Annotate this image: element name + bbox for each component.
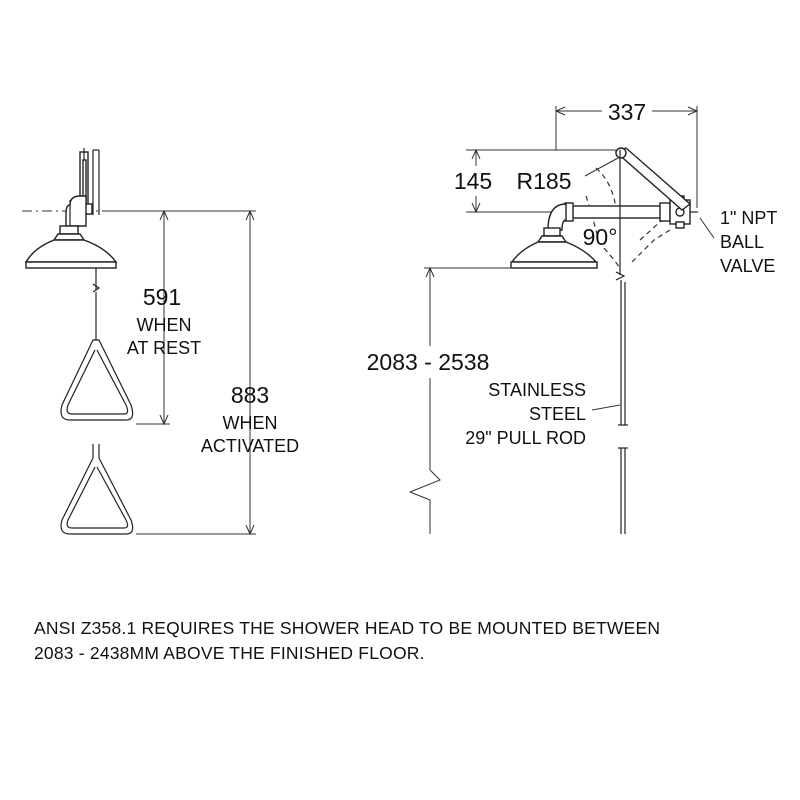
width-dimension-value: 337 bbox=[608, 99, 646, 125]
right-side-view: 337 145 R185 90° bbox=[367, 99, 777, 534]
activated-caption-line2: ACTIVATED bbox=[201, 436, 299, 456]
activated-caption-line1: WHEN bbox=[223, 413, 278, 433]
radius-dimension-value: R185 bbox=[517, 168, 572, 194]
elbow-fitting bbox=[65, 195, 87, 227]
radius-arc bbox=[595, 167, 617, 209]
valve-label-line2: BALL bbox=[720, 232, 764, 252]
valve-handle-arm bbox=[614, 147, 692, 211]
note-line1: ANSI Z358.1 REQUIRES THE SHOWER HEAD TO … bbox=[34, 618, 661, 638]
rest-caption-line2: AT REST bbox=[127, 338, 201, 358]
ansi-note: ANSI Z358.1 REQUIRES THE SHOWER HEAD TO … bbox=[34, 616, 774, 666]
break-symbol bbox=[408, 469, 441, 501]
left-front-view: 591 WHEN AT REST 883 WHEN ACTIVATED bbox=[22, 148, 299, 536]
mounting-height-value: 2083 - 2538 bbox=[367, 349, 490, 375]
pull-handle-activated bbox=[60, 457, 134, 535]
rod-label-line1: STAINLESS bbox=[488, 380, 586, 400]
valve-label-line3: VALVE bbox=[720, 256, 775, 276]
rest-dimension-value: 591 bbox=[143, 284, 181, 310]
rod-label-line2: STEEL bbox=[529, 404, 586, 424]
rod-label-line3: 29" PULL ROD bbox=[465, 428, 586, 448]
activated-dimension-value: 883 bbox=[231, 382, 269, 408]
pull-handle-rest bbox=[60, 339, 134, 421]
rest-caption-line1: WHEN bbox=[137, 315, 192, 335]
valve-label-line1: 1" NPT bbox=[720, 208, 777, 228]
angle-dimension-value: 90° bbox=[583, 224, 618, 250]
shower-head bbox=[24, 239, 118, 263]
note-line2: 2083 - 2438MM ABOVE THE FINISHED FLOOR. bbox=[34, 643, 425, 663]
height-dimension-value: 145 bbox=[454, 168, 492, 194]
side-elbow bbox=[547, 203, 567, 231]
